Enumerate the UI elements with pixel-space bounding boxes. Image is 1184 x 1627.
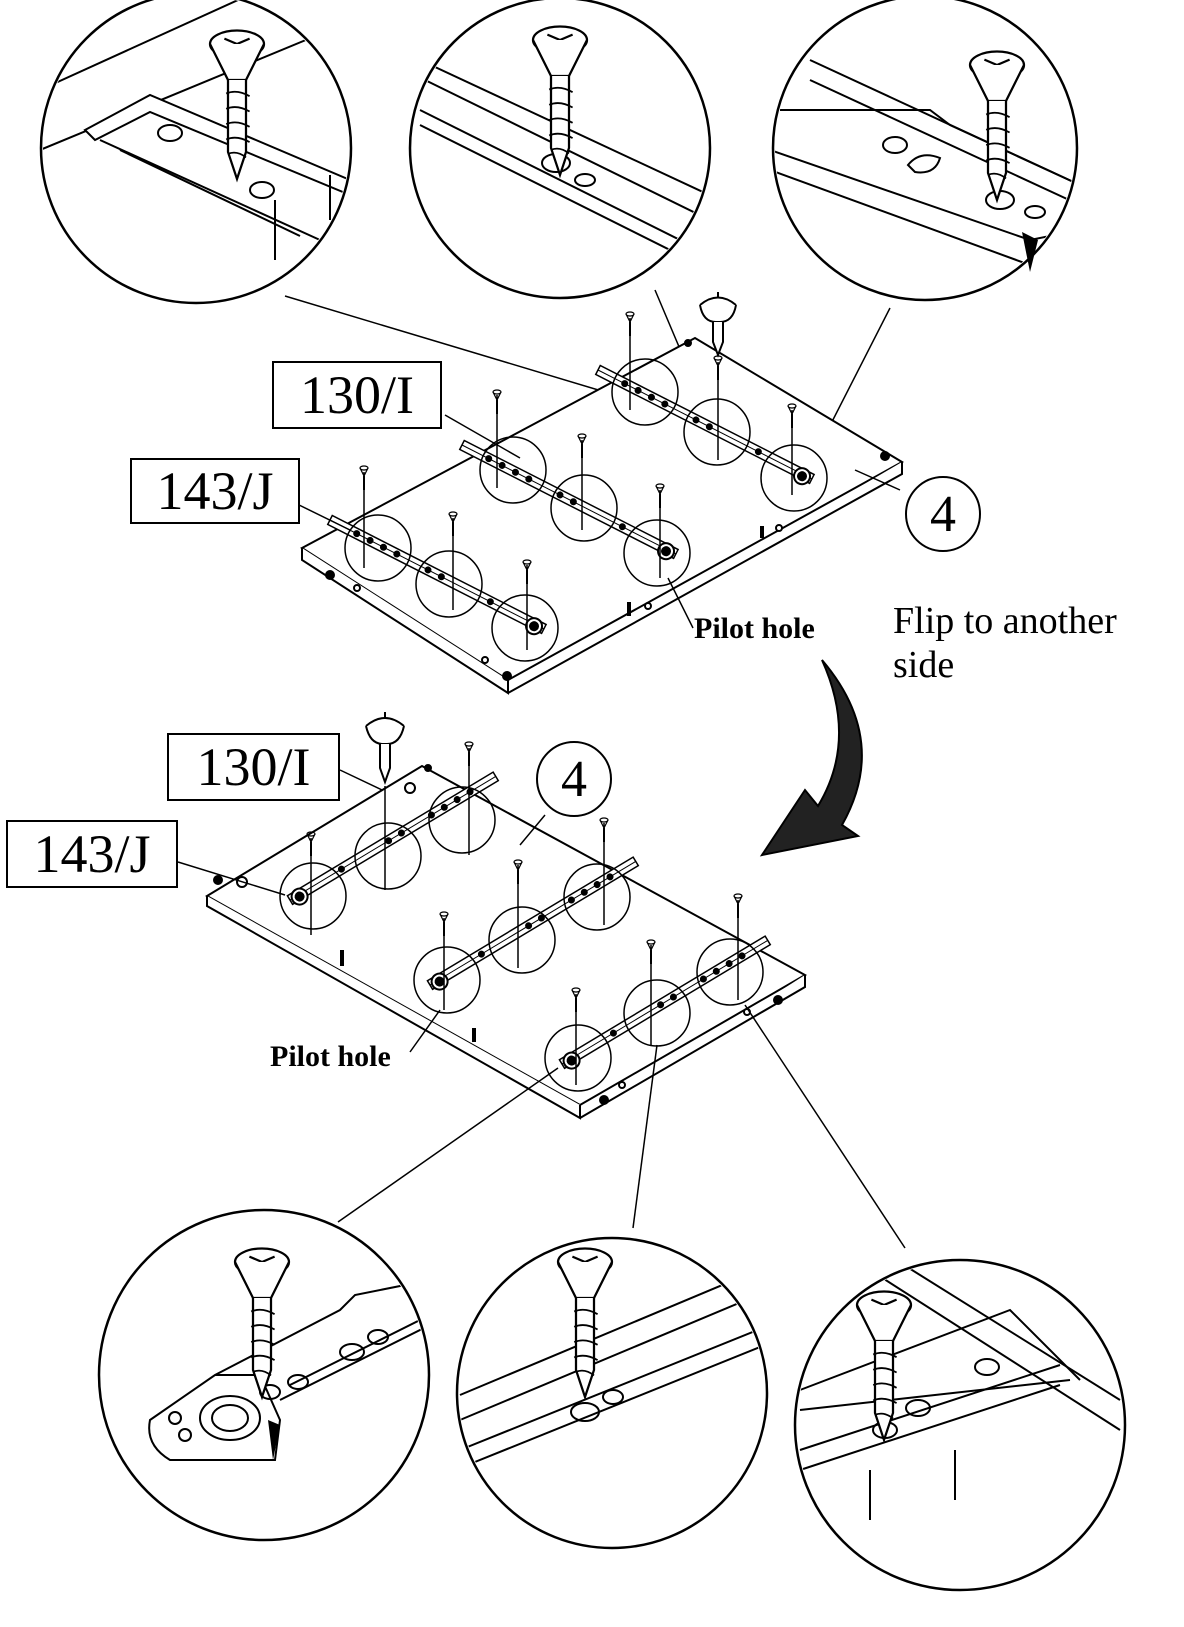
dowel-part-label-top: 143/J bbox=[130, 458, 300, 524]
panel-number-bottom: 4 bbox=[536, 741, 612, 817]
screw-part-label-bottom: 130/I bbox=[167, 733, 340, 801]
panel-number-top: 4 bbox=[905, 476, 981, 552]
dowel-part-label-bottom: 143/J bbox=[6, 820, 178, 888]
screwdriver-icon-bottom bbox=[365, 712, 405, 785]
screwdriver-icon bbox=[699, 292, 737, 358]
screw-part-label-top: 130/I bbox=[272, 361, 442, 429]
flip-instruction-line1: Flip to another bbox=[893, 600, 1117, 642]
detail-circle-top-center bbox=[408, 0, 712, 300]
flip-instruction-line2: side bbox=[893, 644, 955, 686]
detail-circle-bottom-center bbox=[455, 1236, 769, 1550]
panel-4-bottom bbox=[205, 741, 808, 1120]
panel-4-top bbox=[300, 311, 905, 695]
detail-circle-top-right bbox=[771, 0, 1079, 302]
curved-arrow-icon bbox=[759, 659, 863, 857]
detail-circle-bottom-left bbox=[97, 1208, 431, 1542]
detail-circle-top-left bbox=[39, 0, 353, 305]
pilot-hole-label-top: Pilot hole bbox=[694, 612, 815, 645]
pilot-hole-label-bottom: Pilot hole bbox=[270, 1040, 391, 1073]
flip-instruction: Flip to another side bbox=[893, 599, 1117, 687]
detail-circle-bottom-right bbox=[793, 1258, 1127, 1592]
